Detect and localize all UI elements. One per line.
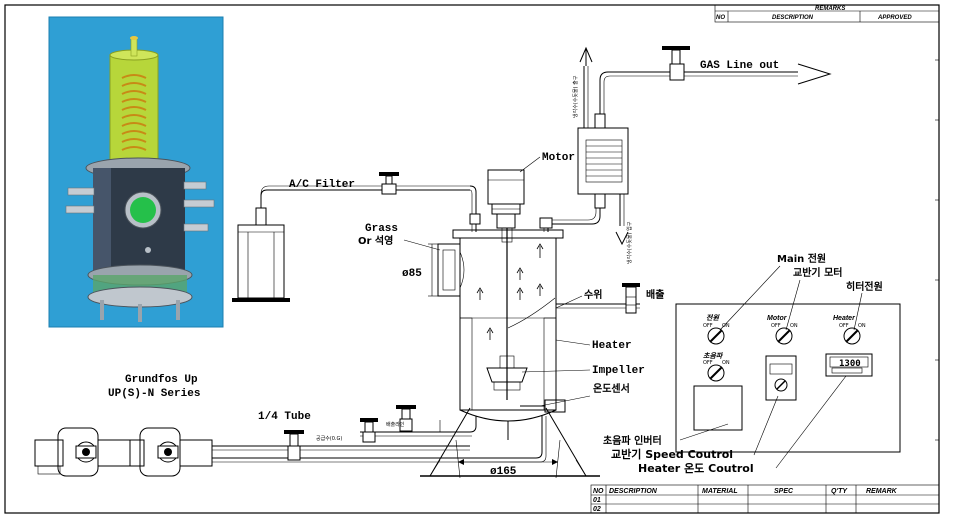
remarks-table: REMARKS NO DESCRIPTION APPROVED [714,4,940,23]
motor [487,169,525,229]
sw-heater-on: ON [858,323,866,329]
vessel-top-fitting [469,213,481,225]
inlet-small-label: 공급수(0.G) [316,436,342,442]
condenser [539,46,720,246]
grundfos-label-2: UP(S)-N Series [108,388,200,400]
motor-leader [519,156,541,173]
remarks-title: REMARKS [815,6,845,12]
temp-display: 1300 [839,359,861,369]
mid-valve [360,418,378,443]
heater-power-leader [853,292,863,331]
gas-line-out-label: GAS Line out [700,60,779,72]
temp-sensor-label: 온도센서 [593,382,630,395]
sw-ultra-on: ON [722,360,730,366]
grundfos-pump-2 [129,427,213,477]
heater-label: Heater [592,340,632,352]
sw-motor-off: OFF [771,323,781,329]
heater-temp-leader [775,375,847,469]
ultrasonic-inverter-label: 초음파 인버터 [603,434,662,447]
drain-small-label: 배출라인 [386,421,405,428]
cooling-out-label: 냉각수(수돗물) 출구 [572,75,579,118]
parts-spec-header: SPEC [774,488,794,495]
motor-label: Motor [542,152,575,164]
gas-out-arrow [797,63,832,85]
border-ticks [935,59,939,441]
ultrasonic-leader [679,423,729,441]
remarks-approved: APPROVED [877,15,912,21]
heater-power-label: 히터전원 [846,280,883,293]
parts-qty-header: Q'TY [831,488,848,495]
inlet-valve [284,430,304,461]
temp-sensor [520,395,591,413]
drain-line-valve [396,405,416,432]
dim-85 [428,243,438,297]
baechul-label: 배출 [646,288,664,301]
parts-row-02: 02 [593,506,601,513]
stirrer-speed-leader [753,395,779,456]
main-power-leader [719,265,781,331]
heater-leader [555,339,591,346]
pump-pipes [212,416,547,463]
stirrer-speed-label: 교반기 Speed Coutrol [611,447,733,461]
drawing-border [4,4,940,514]
grundfos-label-1: Grundfos Up [125,374,198,386]
parts-table [590,484,940,514]
remarks-description: DESCRIPTION [772,15,814,21]
sw-power-label: 전원 [706,314,720,322]
parts-no-header: NO [593,488,604,495]
impeller-label: Impeller [592,365,645,377]
dim-85-label: ø85 [402,268,422,280]
sw-motor-label: Motor [767,315,788,322]
sw-heater-label: Heater [833,315,856,322]
ac-filter [232,185,470,302]
control-panel [675,303,901,453]
reactor-3d-render [48,16,224,328]
parts-description-header: DESCRIPTION [609,488,658,495]
dim-165-label: ø165 [490,466,517,478]
impeller-leader [521,369,591,373]
sw-power-on: ON [722,323,730,329]
stirrer-motor-leader [785,279,801,331]
vessel [420,227,600,477]
sw-heater-off: OFF [839,323,849,329]
gas-line-valve [662,46,690,81]
stirrer-motor-label: 교반기 모터 [793,266,842,279]
parts-remark-header: REMARK [866,488,898,495]
or-label: Or 석영 [358,234,393,247]
suwi-leader [555,295,583,309]
sw-ultra-label: 초음파 [703,352,724,360]
grass-leader [403,239,441,251]
main-power-label: Main 전원 [777,252,826,265]
remarks-no: NO [716,15,725,21]
grass-label: Grass [365,223,398,235]
sw-motor-on: ON [790,323,798,329]
sw-ultra-off: OFF [703,360,713,366]
ac-filter-label: A/C Filter [289,179,355,191]
parts-material-header: MATERIAL [702,488,738,495]
grundfos-pump-1 [34,427,131,477]
cooling-in-label: 냉각수(수돗물) 입구 [626,221,633,264]
heater-temp-label: Heater 온도 Coutrol [638,462,754,475]
parts-row-01: 01 [593,497,601,504]
suwi-label: 수위 [584,288,602,301]
sw-power-off: OFF [703,323,713,329]
ac-line-valve [379,172,399,195]
drain-valve [556,283,640,314]
tube-label: 1/4 Tube [258,411,311,423]
